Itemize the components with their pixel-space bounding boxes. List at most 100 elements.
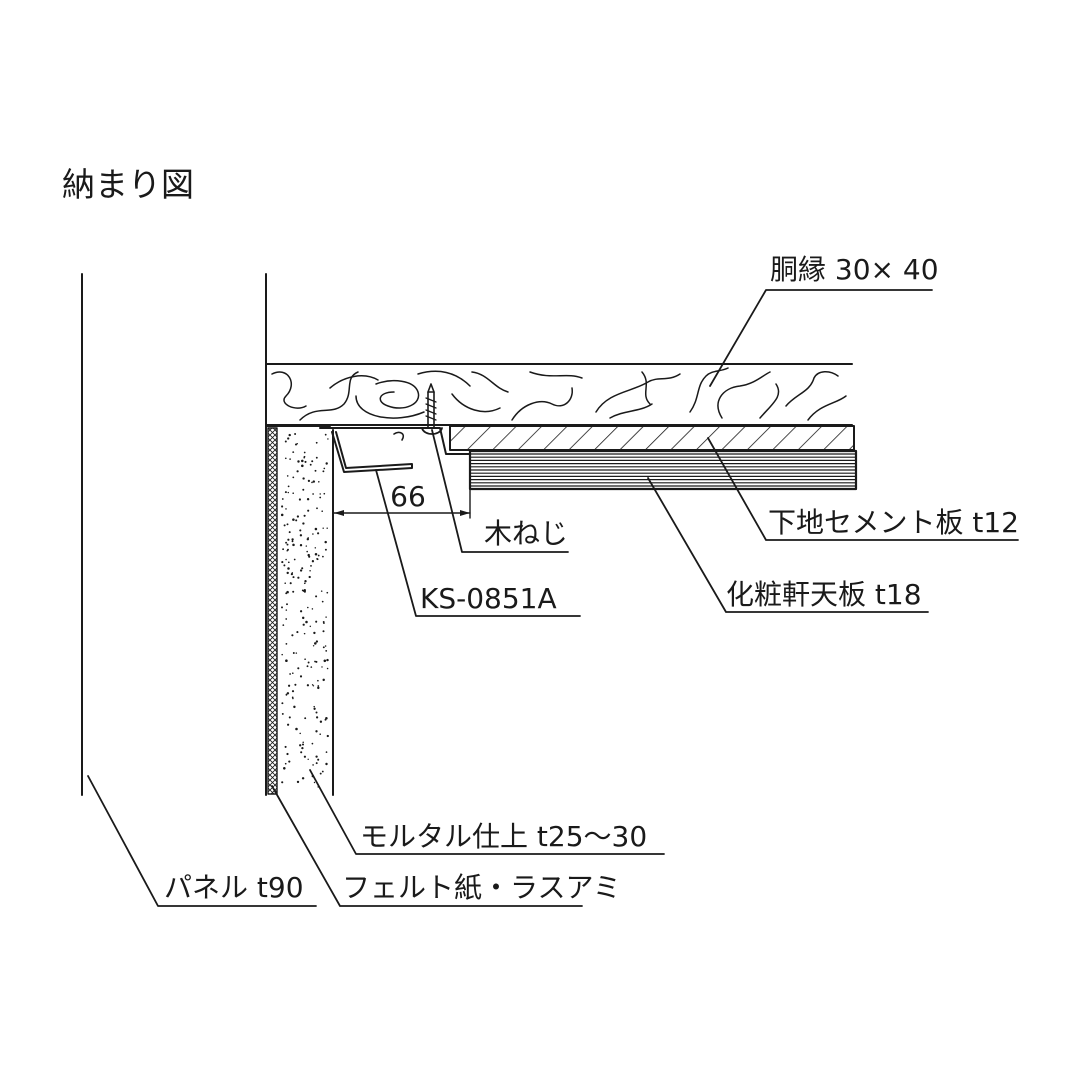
leader-furring xyxy=(709,289,933,387)
dimension-value: 66 xyxy=(390,480,426,513)
mortar-dot xyxy=(326,658,329,662)
mortar-dot xyxy=(299,744,302,747)
mortar-dot xyxy=(310,565,312,567)
label-felt-lath: フェルト紙・ラスアミ xyxy=(342,871,621,904)
mortar-dot xyxy=(295,519,298,522)
mortar-stipple xyxy=(280,433,329,788)
mortar-dot xyxy=(326,527,328,529)
mortar-dot xyxy=(285,643,288,645)
mortar-dot xyxy=(299,610,303,613)
mortar-dot xyxy=(303,755,307,758)
mortar-dot xyxy=(321,600,324,603)
mortar-dot xyxy=(306,498,310,501)
mortar-dot xyxy=(304,460,307,463)
mortar-dot xyxy=(295,652,298,654)
mortar-dot xyxy=(307,661,310,664)
mortar-dot xyxy=(292,672,294,674)
mortar-dot xyxy=(302,623,305,626)
mortar-dot xyxy=(305,545,308,547)
mortar-dot xyxy=(311,560,315,563)
mortar-dot xyxy=(311,684,314,686)
mortar-dot xyxy=(286,590,289,594)
mortar-dot xyxy=(300,751,303,754)
leader-lines xyxy=(87,289,1019,907)
mortar-dot xyxy=(325,650,328,652)
mortar-dot xyxy=(314,660,316,663)
mortar-dot xyxy=(286,692,290,695)
mortar-dot xyxy=(292,451,295,454)
mortar-dot xyxy=(306,665,309,668)
mortar-dot xyxy=(281,653,283,656)
mortar-dot xyxy=(315,755,318,758)
mortar-dot xyxy=(301,464,304,468)
mortar-dot xyxy=(312,480,316,483)
mortar-dot xyxy=(292,590,295,593)
mortar-dot xyxy=(286,523,289,526)
mortar-dot xyxy=(294,683,297,686)
mortar-dot xyxy=(317,685,320,687)
mortar-dot xyxy=(299,529,302,532)
mortar-dot xyxy=(303,582,306,585)
mortar-dot xyxy=(309,625,312,628)
mortar-dot xyxy=(322,527,324,529)
mortar-dot xyxy=(317,758,320,761)
mortar-dot xyxy=(282,624,285,626)
mortar-dot xyxy=(297,460,300,463)
mortar-dot xyxy=(317,686,320,690)
leader-screw xyxy=(431,429,569,553)
wood-grain xyxy=(271,367,847,421)
mortar-dot xyxy=(309,570,311,572)
mortar-dot xyxy=(287,567,290,570)
mortar-dot xyxy=(299,732,301,735)
mortar-dot xyxy=(312,764,314,766)
mortar-dot xyxy=(315,595,318,598)
mortar-dot xyxy=(312,645,315,647)
mortar-dot xyxy=(301,777,305,780)
cement-board xyxy=(449,425,855,451)
mortar-dot xyxy=(322,555,324,558)
mortar-dot xyxy=(315,620,318,623)
mortar-dot xyxy=(324,433,327,436)
mortar-dot xyxy=(287,437,290,440)
mortar-dot xyxy=(281,498,284,500)
mortar-dot xyxy=(317,532,320,535)
panel xyxy=(81,273,267,796)
mortar-dot xyxy=(316,507,318,510)
mortar-dot xyxy=(299,569,303,572)
mortar-dot xyxy=(304,658,306,660)
mortar-dot xyxy=(281,712,284,715)
mortar-dot xyxy=(303,456,305,459)
mortar-dot xyxy=(311,742,314,745)
mortar-dot xyxy=(299,544,303,547)
mortar-dot xyxy=(282,548,285,551)
mortar-dot xyxy=(292,576,295,579)
mortar-dot xyxy=(313,705,315,708)
mortar-dot xyxy=(286,543,289,546)
drawing-title: 納まり図 xyxy=(62,165,194,204)
mortar-dot xyxy=(284,440,287,443)
mortar-dot xyxy=(288,716,291,719)
mortar-dot xyxy=(287,561,290,564)
mortar-dot xyxy=(320,590,323,592)
mortar-dot xyxy=(292,518,295,521)
mortar-dot xyxy=(326,734,329,738)
mortar-dot xyxy=(309,463,312,466)
mortar-dot xyxy=(281,702,284,705)
mortar-dot xyxy=(303,451,306,454)
mortar-dot xyxy=(289,458,291,460)
mortar-dot xyxy=(281,561,284,564)
mortar-dot xyxy=(295,727,298,731)
mortar-dot xyxy=(285,609,288,611)
furring-strip xyxy=(265,363,853,426)
mortar-dot xyxy=(327,438,329,440)
mortar-dot xyxy=(306,550,308,553)
mortar-dot xyxy=(288,531,291,534)
mortar-dot xyxy=(302,741,304,743)
mortar-dot xyxy=(313,781,316,784)
mortar-dot xyxy=(299,534,303,537)
mortar-dot xyxy=(297,576,300,579)
mortar-dot xyxy=(287,485,290,488)
mortar-dot xyxy=(315,456,318,459)
mortar-dot xyxy=(312,493,314,495)
